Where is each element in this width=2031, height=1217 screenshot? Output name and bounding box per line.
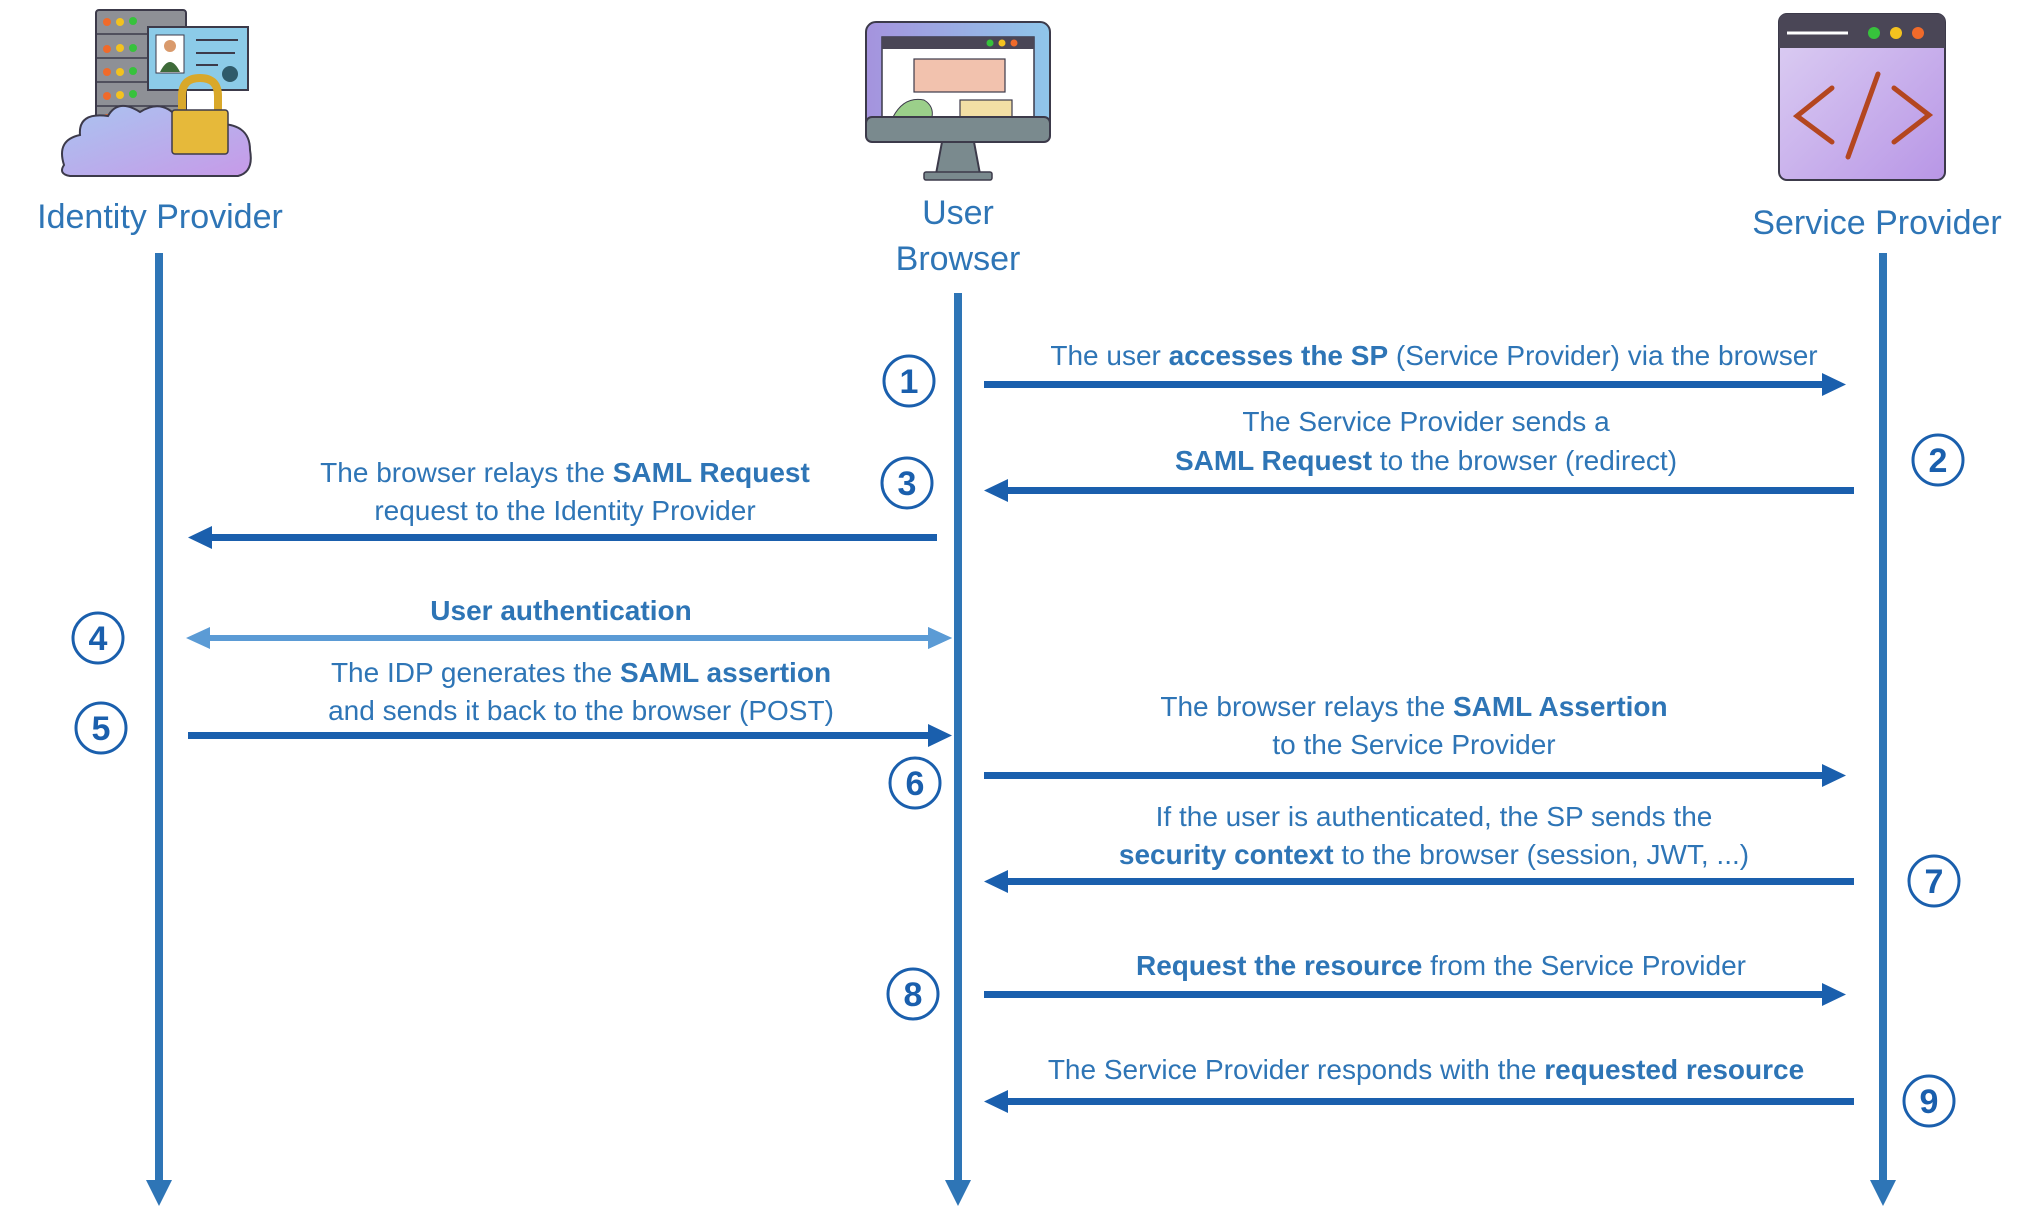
arrow-shaft xyxy=(1006,1098,1854,1105)
message-8: Request the resource from the Service Pr… xyxy=(886,950,1846,1021)
message-label: Request the resource from the Service Pr… xyxy=(1136,950,1746,981)
step-badge xyxy=(1902,1074,1956,1128)
actor-title-identity-provider: Identity Provider xyxy=(37,198,283,236)
actor-title-service-provider: Service Provider xyxy=(1752,204,2001,242)
message-label-emphasis: SAML Request xyxy=(613,457,810,488)
step-badge xyxy=(71,611,125,665)
identity-provider-icon xyxy=(61,9,252,177)
message-label: The IDP generates the SAML assertion xyxy=(331,657,831,688)
message-label: security context to the browser (session… xyxy=(1119,839,1749,870)
message-label-text: to the Service Provider xyxy=(1272,729,1555,760)
arrow-shaft xyxy=(188,732,930,739)
step-badge xyxy=(880,456,934,510)
step-number: 5 xyxy=(92,710,111,748)
message-label-text: The Service Provider sends a xyxy=(1242,406,1610,437)
step-number: 7 xyxy=(1925,863,1944,901)
arrow-shaft xyxy=(1006,878,1854,885)
message-label-text: request to the Identity Provider xyxy=(374,495,755,526)
message-9: The Service Provider responds with the r… xyxy=(984,1054,1956,1128)
message-label: to the Service Provider xyxy=(1272,729,1555,760)
message-7: If the user is authenticated, the SP sen… xyxy=(984,801,1961,908)
message-label-text: to the browser (session, JWT, ...) xyxy=(1334,839,1749,870)
arrow-head xyxy=(1822,764,1846,787)
message-label: The Service Provider sends a xyxy=(1242,406,1610,437)
message-label-emphasis: SAML assertion xyxy=(620,657,831,688)
message-5: The IDP generates the SAML assertion and… xyxy=(74,657,952,755)
message-label-text: The Service Provider responds with the xyxy=(1048,1054,1544,1085)
arrow-head xyxy=(984,479,1008,502)
step-number: 8 xyxy=(904,976,923,1014)
message-label-text: to the browser (redirect) xyxy=(1372,445,1677,476)
message-label-text: The browser relays the xyxy=(1160,691,1453,722)
arrow-head-right-fill xyxy=(928,627,952,649)
message-2: The Service Provider sends a SAML Reques… xyxy=(984,406,1965,502)
message-label: SAML Request to the browser (redirect) xyxy=(1175,445,1677,476)
message-label-text: from the Service Provider xyxy=(1422,950,1746,981)
message-label-text: The user xyxy=(1050,340,1168,371)
arrow-shaft xyxy=(1006,487,1854,494)
actor-title-browser: Browser xyxy=(896,240,1021,278)
message-label: User authentication xyxy=(430,595,691,626)
message-label-text: and sends it back to the browser (POST) xyxy=(328,695,834,726)
arrow-head xyxy=(928,724,952,747)
lifeline-identity-provider xyxy=(146,253,172,1206)
arrow-shaft xyxy=(210,534,937,541)
arrow-head xyxy=(984,1090,1008,1113)
message-label-emphasis: accesses the SP xyxy=(1169,340,1389,371)
arrow-head xyxy=(1822,983,1846,1006)
message-4: User authentication 4 xyxy=(71,595,952,665)
message-label: The browser relays the SAML Request xyxy=(320,457,810,488)
message-label: The browser relays the SAML Assertion xyxy=(1160,691,1667,722)
step-badge xyxy=(888,756,942,810)
arrow-head xyxy=(188,526,212,549)
message-label-emphasis: SAML Request xyxy=(1175,445,1372,476)
message-label-emphasis: Request the resource xyxy=(1136,950,1422,981)
message-label-emphasis: requested resource xyxy=(1544,1054,1804,1085)
code-window-icon xyxy=(1778,13,1946,181)
step-badge xyxy=(882,354,936,408)
step-badge xyxy=(886,967,940,1021)
actor-title-user: User xyxy=(922,194,994,232)
step-badge xyxy=(1907,854,1961,908)
step-number: 6 xyxy=(906,765,925,803)
message-label-text: If the user is authenticated, the SP sen… xyxy=(1156,801,1713,832)
message-1: The user accesses the SP (Service Provid… xyxy=(882,340,1846,408)
message-3: The browser relays the SAML Request requ… xyxy=(188,456,937,549)
step-badge xyxy=(74,701,128,755)
arrow-shaft xyxy=(984,772,1824,779)
arrow-head-left xyxy=(186,627,210,649)
message-label: If the user is authenticated, the SP sen… xyxy=(1156,801,1713,832)
message-label: and sends it back to the browser (POST) xyxy=(328,695,834,726)
arrow-head xyxy=(984,870,1008,893)
step-number: 2 xyxy=(1929,442,1948,480)
message-label: request to the Identity Provider xyxy=(374,495,755,526)
message-label: The user accesses the SP (Service Provid… xyxy=(1050,340,1817,371)
step-number: 3 xyxy=(898,465,917,503)
arrow-shaft xyxy=(208,635,930,641)
step-number: 1 xyxy=(900,363,919,401)
lifeline-user-browser xyxy=(945,293,971,1206)
message-label: The Service Provider responds with the r… xyxy=(1048,1054,1804,1085)
message-label-text: The browser relays the xyxy=(320,457,613,488)
arrow-shaft xyxy=(984,991,1824,998)
step-badge xyxy=(1911,433,1965,487)
message-label-emphasis: User authentication xyxy=(430,595,691,626)
step-number: 4 xyxy=(89,620,108,658)
computer-monitor-icon xyxy=(865,21,1051,181)
arrow-head xyxy=(1822,373,1846,396)
message-6: The browser relays the SAML Assertion to… xyxy=(888,691,1846,810)
message-label-emphasis: SAML Assertion xyxy=(1453,691,1668,722)
arrow-shaft xyxy=(984,381,1824,388)
step-number: 9 xyxy=(1920,1083,1939,1121)
message-label-emphasis: security context xyxy=(1119,839,1334,870)
message-label-text: The IDP generates the xyxy=(331,657,620,688)
message-label-text: (Service Provider) via the browser xyxy=(1388,340,1817,371)
lifeline-service-provider xyxy=(1870,253,1896,1206)
